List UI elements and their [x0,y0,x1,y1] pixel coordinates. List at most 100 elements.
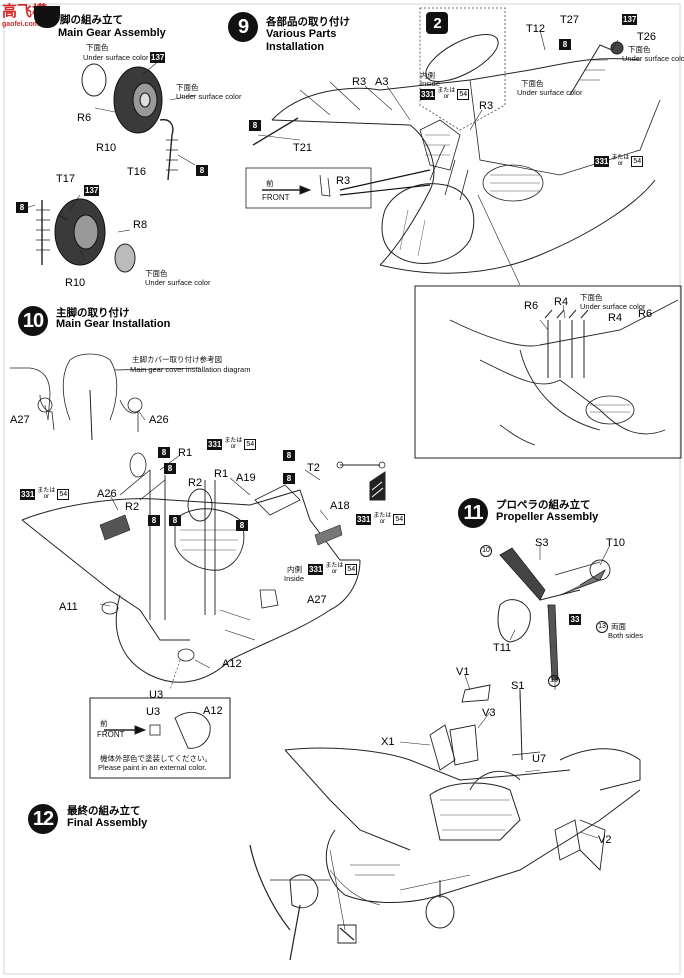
color-badge-8: 8 [16,202,28,213]
step8-number [34,6,60,28]
step12-number: 12 [28,804,58,834]
step11-title-en: Propeller Assembly [496,511,599,523]
part-label-R3: R3 [479,100,494,112]
step10-number: 10 [18,306,48,336]
part-label-A26: A26 [149,414,169,426]
inside-label-en: Inside [420,79,441,88]
step10-title-en: Main Gear Installation [56,318,171,330]
color-badge-8: 8 [148,515,160,526]
part-label-A26: A26 [97,488,117,500]
part-label-A12: A12 [222,658,242,670]
part-label-R6: R6 [77,112,92,124]
part-label-T10: T10 [606,537,625,549]
color-badge-8: 8 [158,447,170,458]
step8-title-en: Main Gear Assembly [58,27,166,39]
step8-title-jp: 脚の組み立て [60,14,123,26]
color-badge-8: 8 [164,463,176,474]
front-label-en: FRONT [97,730,125,739]
step12-title-jp: 最終の組み立て [67,805,141,817]
part-label-U7: U7 [532,753,547,765]
subassembly-number: 2 [426,12,448,34]
part-label-T17: T17 [56,173,75,185]
inside-label-jp: 内側 [287,565,302,574]
part-label-R6: R6 [524,300,539,312]
part-label-A12: A12 [203,705,223,717]
both-sides-en: Both sides [608,631,644,640]
color-badge-13: 13 [548,675,560,687]
step8-wheel-top [81,63,178,181]
part-label-T12: T12 [526,23,545,35]
step9-title-en2: Installation [266,41,325,53]
part-label-R8: R8 [133,219,148,231]
step9-title-en: Various Parts [266,28,337,40]
color-badge-8: 8 [236,520,248,531]
part-label-V2: V2 [598,834,612,846]
part-label-T16: T16 [127,166,146,178]
step11-title-jp: プロペラの組み立て [496,499,591,511]
color-badge-8: 8 [169,515,181,526]
part-label-R3: R3 [336,175,351,187]
paint-note-en: Under surface color [517,88,583,97]
part-label-R10: R10 [65,277,86,289]
step12-aircraft [249,684,641,961]
paint-note-jp: 下面色 [580,293,603,302]
paint-note-en: Under surface color [83,53,149,62]
color-badge-13: 13 [596,621,608,633]
color-badge-8: 8 [559,39,571,50]
part-label-V1: V1 [456,666,470,678]
step9-number: 9 [228,12,258,42]
part-label-R10: R10 [96,142,117,154]
color-badge-8: 8 [249,120,261,131]
color-badge-8: 8 [283,450,295,461]
part-label-R1: R1 [178,447,193,459]
front-label-jp: 前 [100,719,108,728]
paint-note-jp: 下面色 [145,269,168,278]
both-sides-jp: 両面 [611,622,626,631]
part-label-T26: T26 [637,31,656,43]
external-paint-note-jp: 機体外部色で塗装してください。 [100,754,213,763]
gear-diagram-caption-jp: 主脚カバー取り付け参考図 [132,355,222,364]
part-label-S1: S1 [511,680,525,692]
part-label-R6: R6 [638,308,653,320]
part-label-R1: R1 [214,468,229,480]
part-label-A27: A27 [307,594,327,606]
part-label-X1: X1 [381,736,395,748]
inside-label-jp: 内側 [420,71,435,80]
part-label-R4: R4 [608,312,623,324]
part-label-U3: U3 [146,706,161,718]
step9-inset-wing [449,299,679,446]
step11-propeller [497,547,611,681]
step10-title-jp: 主脚の取り付け [56,307,130,319]
part-label-T11: T11 [493,642,512,654]
step9-title-jp: 各部品の取り付け [266,16,350,28]
inside-label-en: Inside [284,574,305,583]
color-badge-10: 10 [480,545,492,557]
part-label-R3: R3 [352,76,367,88]
part-label-U3: U3 [149,689,164,701]
part-label-T27: T27 [560,14,579,26]
part-label-R4: R4 [554,296,569,308]
part-label-R2: R2 [188,477,203,489]
part-label-A11: A11 [59,601,78,613]
part-label-T2: T2 [307,462,320,474]
color-badge-137: 137 [622,14,638,25]
paint-note-jp: 下面色 [86,43,109,52]
part-label-S3: S3 [535,537,549,549]
part-label-A19: A19 [236,472,256,484]
part-label-A27: A27 [10,414,30,426]
part-label-A18: A18 [330,500,350,512]
front-label-jp: 前 [266,179,274,188]
step9-aircraft [252,41,661,286]
watermark-domain: gaofei.com [2,21,39,28]
step12-title-en: Final Assembly [67,817,148,829]
paint-note-jp: 下面色 [628,45,651,54]
paint-note-jp: 下面色 [176,83,199,92]
paint-note-en: Under surface color [176,92,242,101]
gear-diagram-caption-en: Main gear cover installation diagram [130,365,251,374]
